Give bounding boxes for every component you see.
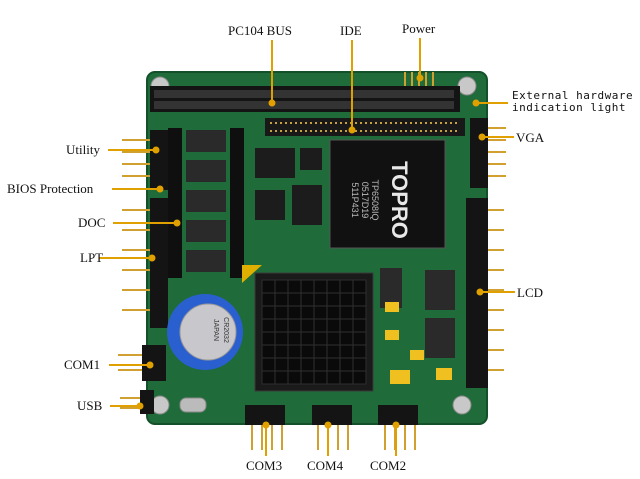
label-utility: Utility	[66, 142, 100, 157]
vga-header	[470, 118, 488, 188]
label-vga: VGA	[516, 130, 545, 145]
left-headers	[140, 130, 168, 414]
leader-lines	[99, 38, 515, 456]
chip-line2: 0517D19	[360, 182, 370, 219]
label-power: Power	[402, 21, 436, 36]
label-external-hardware: External hardware	[512, 89, 634, 102]
power-components	[380, 268, 455, 358]
chip-line3: 511P431	[350, 182, 360, 217]
label-usb: USB	[77, 398, 103, 413]
label-ide: IDE	[340, 23, 362, 38]
ide-header	[265, 118, 465, 136]
battery-line2: CR2032	[222, 317, 229, 343]
label-indication-light: indication light	[512, 101, 626, 114]
battery-line1: JAPAN	[212, 319, 219, 341]
main-chip	[329, 139, 446, 249]
label-lcd: LCD	[517, 285, 543, 300]
tantalum-capacitors	[385, 302, 452, 384]
ide-pins	[270, 122, 460, 132]
right-gold-pins	[488, 127, 506, 371]
label-com3: COM3	[246, 458, 283, 473]
ics-left	[186, 130, 226, 272]
small-chips	[255, 148, 322, 225]
bottom-headers	[245, 405, 418, 425]
bottom-gold-pins	[251, 425, 416, 450]
chip-line1: TP6508IQ	[370, 179, 380, 220]
crystal	[179, 397, 207, 413]
left-gold-pins	[118, 139, 150, 409]
label-bios-protection: BIOS Protection	[7, 181, 94, 196]
chip-brand: TOPRO	[387, 161, 412, 239]
label-lpt: LPT	[80, 250, 104, 265]
label-com2: COM2	[370, 458, 407, 473]
doc-socket	[168, 128, 182, 278]
label-pc104-bus: PC104 BUS	[228, 23, 292, 38]
label-com1: COM1	[64, 357, 101, 372]
label-doc: DOC	[78, 215, 106, 230]
label-com4: COM4	[307, 458, 344, 473]
